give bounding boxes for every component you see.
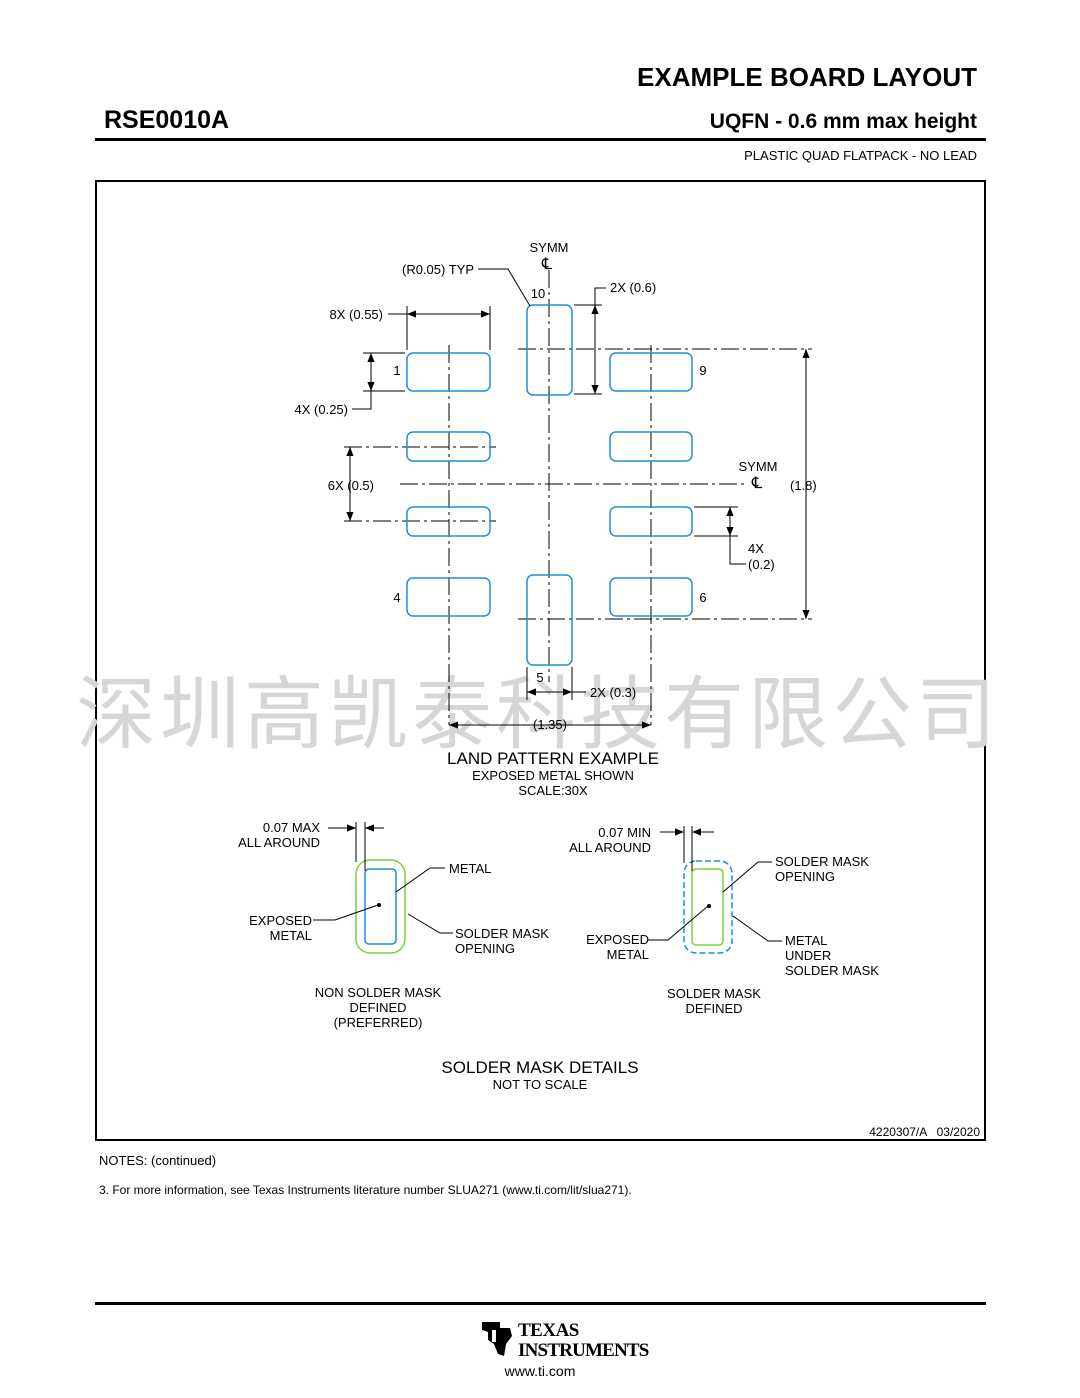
smd-exposed-1: EXPOSED [586,932,649,947]
note-3: 3. For more information, see Texas Instr… [99,1183,632,1197]
ti-brand-line-2: INSTRUMENTS [518,1340,649,1361]
nsmd-opening-1: SOLDER MASK [455,926,549,941]
land-pattern-title: LAND PATTERN EXAMPLE [447,749,659,768]
smd-exposed-dot [707,904,711,908]
dim-pad-width-top: 2X (0.6) [610,280,656,295]
centerlines [344,270,812,725]
pad-4 [406,577,491,617]
dim-overall-width: (1.35) [533,717,567,732]
nsmd-metal: METAL [449,861,491,876]
pad-8 [609,431,693,462]
package-title: UQFN - 0.6 mm max height [709,110,977,133]
pad-3 [406,506,491,537]
nsmd-exposed-2: METAL [270,928,312,943]
symm-label-right: SYMM [739,459,778,474]
dim-pitch: 6X (0.5) [328,478,374,493]
pin-6: 6 [699,590,706,605]
nsmd-caption-1: NON SOLDER MASK [315,985,442,1000]
pin-4: 4 [393,590,400,605]
footer-rule [95,1302,986,1305]
nsmd-exposed-dot [377,903,381,907]
nsmd-caption-3: (PREFERRED) [334,1015,423,1030]
smd-mask-opening [691,868,724,946]
nsmd-metal-pad [364,868,397,945]
dim-pad-height-left: 4X (0.25) [295,402,348,417]
smd-opening-2: OPENING [775,869,835,884]
pin-10: 10 [531,286,545,301]
solder-mask-details-title: SOLDER MASK DETAILS [441,1058,638,1077]
footer-url[interactable]: www.ti.com [504,1363,576,1379]
nsmd-caption-2: DEFINED [349,1000,406,1015]
dim-radius: (R0.05) TYP [402,262,474,277]
pad-7 [609,506,693,537]
nsmd-leaders [313,822,453,934]
pad-6 [609,577,693,617]
dim-pad-height-right-1: 4X [748,541,764,556]
smd-under-1: METAL [785,933,827,948]
smd-caption-1: SOLDER MASK [667,986,761,1001]
pin-5: 5 [536,670,543,685]
smd-leaders [648,826,782,942]
nsmd-opening-2: OPENING [455,941,515,956]
dim-pad-width-bottom: 2X (0.3) [590,685,636,700]
ti-brand-line-1: TEXAS [518,1320,579,1341]
smd-under-3: SOLDER MASK [785,963,879,978]
land-pattern-subtitle: EXPOSED METAL SHOWN [472,768,634,783]
smd-opening-1: SOLDER MASK [775,854,869,869]
package-desc: PLASTIC QUAD FLATPACK - NO LEAD [744,148,977,163]
smd-detail [683,860,733,954]
smd-under-2: UNDER [785,948,831,963]
smd-caption-2: DEFINED [685,1001,742,1016]
doc-title: EXAMPLE BOARD LAYOUT [637,62,977,92]
pin-1: 1 [393,363,400,378]
symm-label-top: SYMM [530,240,569,255]
nsmd-exposed-1: EXPOSED [249,913,312,928]
pin-9: 9 [699,363,706,378]
header-rule [95,138,986,141]
land-pads [406,304,693,666]
notes-heading: NOTES: (continued) [99,1153,217,1168]
dimension-lines [346,268,810,729]
pad-9 [609,352,693,392]
nsmd-mask-opening [355,859,406,954]
watermark: 深圳高凯泰科技有限公司 [76,670,1000,759]
drawing-frame [95,180,986,1141]
smd-clearance-2: ALL AROUND [569,840,651,855]
dim-overall-height: (1.8) [790,478,817,493]
pad-5 [526,574,573,666]
centerline-symbol-right: ℄ [751,475,763,492]
pad-10 [526,304,573,396]
centerline-symbol-top: ℄ [541,256,553,273]
solder-mask-details-subtitle: NOT TO SCALE [493,1077,588,1092]
nsmd-clearance-2: ALL AROUND [238,835,320,850]
part-number: RSE0010A [104,106,230,134]
smd-clearance-1: 0.07 MIN [598,825,651,840]
dim-pad-length: 8X (0.55) [330,307,383,322]
smd-metal-under-mask [683,860,733,954]
texas-instruments-logo-icon [482,1322,512,1356]
dim-pad-height-right-2: (0.2) [748,557,775,572]
pad-2 [406,431,491,462]
drawing-number: 4220307/A 03/2020 [869,1125,980,1139]
nsmd-detail [355,859,406,954]
land-pattern-scale: SCALE:30X [518,783,588,798]
pad-1 [406,352,491,392]
smd-exposed-2: METAL [607,947,649,962]
nsmd-clearance-1: 0.07 MAX [263,820,320,835]
